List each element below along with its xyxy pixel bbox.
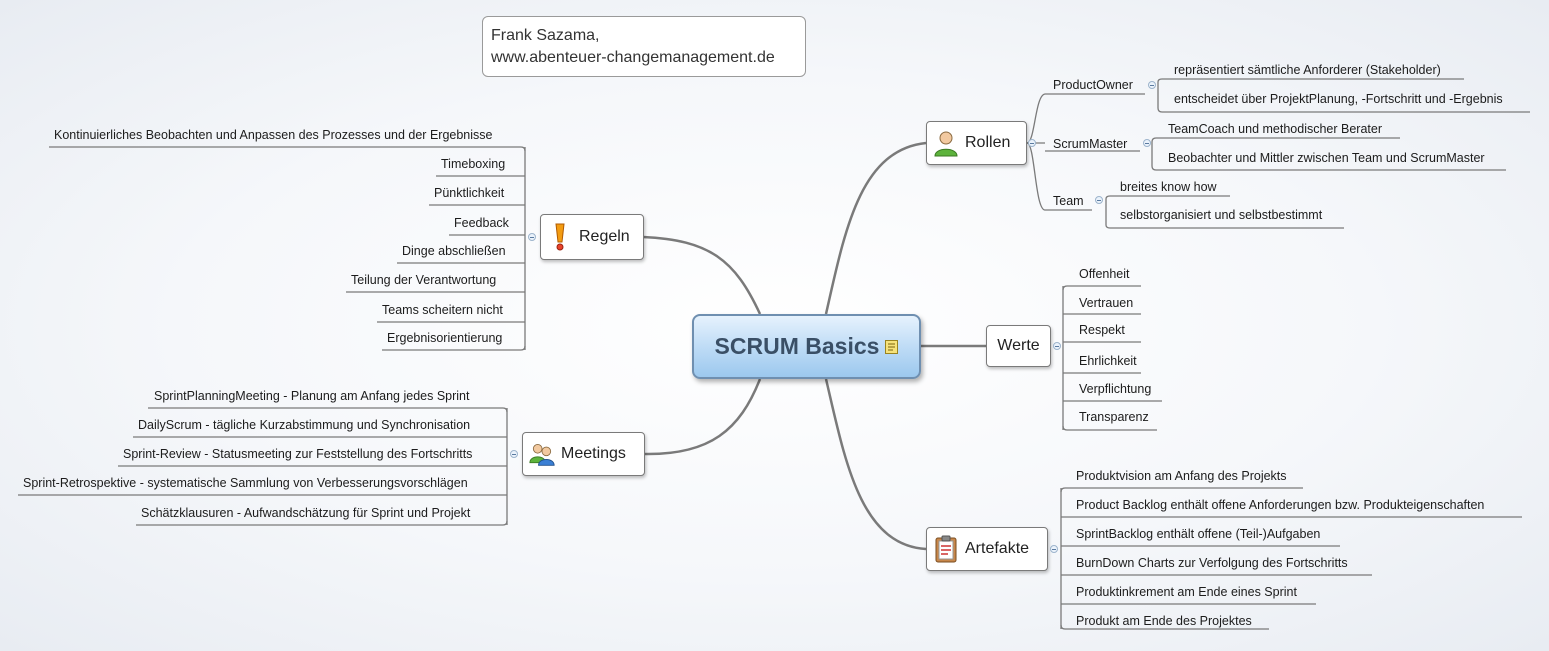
list-item[interactable]: Respekt [1079,323,1125,337]
list-item[interactable]: Product Backlog enthält offene Anforderu… [1076,498,1485,512]
connector-meetings [644,378,762,456]
connector-artefakte [824,378,927,551]
list-item[interactable]: Feedback [454,216,509,230]
central-topic-label: SCRUM Basics [714,333,880,359]
author-note[interactable]: Frank Sazama, www.abenteuer-changemanage… [482,16,806,77]
list-item[interactable]: Verpflichtung [1079,382,1152,396]
list-item[interactable]: BurnDown Charts zur Verfolgung des Forts… [1076,556,1348,570]
list-item[interactable]: Timeboxing [441,157,506,171]
list-item[interactable]: entscheidet über ProjektPlanung, -Fortsc… [1174,92,1503,106]
topic-rollen-label: Rollen [965,134,1011,151]
subtopic-scrummaster[interactable]: ScrumMaster [1053,137,1128,151]
subtopic-productowner[interactable]: ProductOwner [1053,78,1133,92]
list-item[interactable]: Transparenz [1079,410,1149,424]
list-item[interactable]: SprintBacklog enthält offene (Teil-)Aufg… [1076,527,1321,541]
topic-regeln[interactable]: Regeln [540,214,644,260]
list-item[interactable]: selbstorganisiert und selbstbestimmt [1120,208,1323,222]
list-item[interactable]: Sprint-Review - Statusmeeting zur Festst… [123,447,473,461]
note-icon[interactable] [885,339,899,354]
exclamation-icon [547,223,573,251]
topic-artefakte-label: Artefakte [965,540,1030,557]
list-item[interactable]: Ehrlichkeit [1079,354,1137,368]
list-item[interactable]: Beobachter und Mittler zwischen Team und… [1168,151,1485,165]
topic-werte-label: Werte [997,337,1040,354]
topic-rollen[interactable]: Rollen [926,121,1027,165]
connector-rollen [824,141,927,315]
list-item[interactable]: Ergebnisorientierung [387,331,503,345]
collapse-toggle-artefakte[interactable] [1050,545,1058,553]
list-item[interactable]: Offenheit [1079,267,1130,281]
list-item[interactable]: Schätzklausuren - Aufwandschätzung für S… [141,506,471,520]
connector-regeln [642,235,762,315]
list-item[interactable]: Pünktlichkeit [434,186,505,200]
collapse-toggle-team[interactable] [1095,196,1103,204]
list-item[interactable]: Produkt am Ende des Projektes [1076,614,1252,628]
topic-meetings-label: Meetings [561,445,626,462]
list-item[interactable]: Teilung der Verantwortung [351,273,497,287]
list-item[interactable]: SprintPlanningMeeting - Planung am Anfan… [154,389,470,403]
list-item[interactable]: breites know how [1120,180,1217,194]
topic-artefakte[interactable]: Artefakte [926,527,1048,571]
topic-meetings[interactable]: Meetings [522,432,645,476]
list-item[interactable]: Produktvision am Anfang des Projekts [1076,469,1287,483]
collapse-toggle-meetings[interactable] [510,450,518,458]
list-item[interactable]: Vertrauen [1079,296,1134,310]
central-topic[interactable]: SCRUM Basics [692,314,921,379]
list-item[interactable]: Teams scheitern nicht [382,303,503,317]
list-item[interactable]: TeamCoach und methodischer Berater [1168,122,1383,136]
list-item[interactable]: Kontinuierliches Beobachten und Anpassen… [54,128,493,142]
author-website: www.abenteuer-changemanagement.de [491,49,775,66]
collapse-toggle-regeln[interactable] [528,233,536,241]
clipboard-icon [933,535,959,563]
subtopic-team[interactable]: Team [1053,194,1084,208]
topic-regeln-label: Regeln [579,228,630,245]
list-item[interactable]: repräsentiert sämtliche Anforderer (Stak… [1174,63,1441,77]
collapse-toggle-scrummaster[interactable] [1143,139,1151,147]
group-icon [529,440,555,468]
collapse-toggle-rollen[interactable] [1028,139,1036,147]
author-name: Frank Sazama, [491,27,600,44]
user-icon [933,129,959,157]
list-item[interactable]: Dinge abschließen [402,244,506,258]
list-item[interactable]: DailyScrum - tägliche Kurzabstimmung und… [138,418,471,432]
collapse-toggle-werte[interactable] [1053,342,1061,350]
topic-werte[interactable]: Werte [986,325,1051,367]
list-item[interactable]: Produktinkrement am Ende eines Sprint [1076,585,1297,599]
collapse-toggle-productowner[interactable] [1148,81,1156,89]
list-item[interactable]: Sprint-Retrospektive - systematische Sam… [23,476,468,490]
